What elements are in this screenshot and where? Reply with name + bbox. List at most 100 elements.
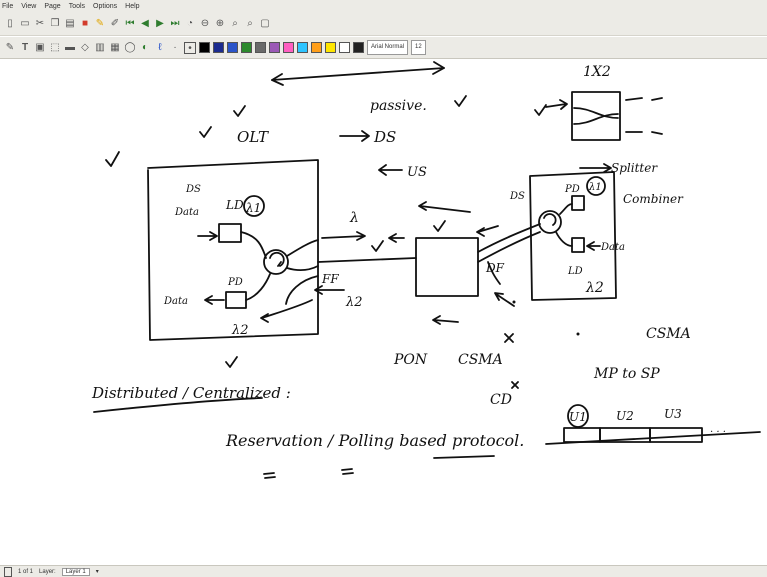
cd-label: CD: [490, 392, 512, 408]
font-size-box[interactable]: 12: [411, 40, 426, 55]
lambda1-left: λ1: [245, 201, 261, 215]
onu-pd-fiber: [560, 204, 572, 214]
ld-fiber: [241, 232, 266, 258]
splitter-arrow: [580, 164, 611, 172]
color-swatch-white[interactable]: [339, 42, 350, 53]
color-swatch-yellow[interactable]: [325, 42, 336, 53]
highlighter-icon[interactable]: ▬: [64, 42, 76, 54]
menu-item-file[interactable]: File: [2, 3, 13, 10]
equal-mark: [264, 473, 275, 478]
ld-left-label: LD: [225, 198, 244, 212]
reservation-label: Reservation / Polling based protocol.: [225, 431, 524, 450]
upstream-arrow: [495, 293, 514, 306]
pd-fiber: [246, 274, 270, 300]
next-page-icon[interactable]: ▶: [154, 18, 166, 30]
color-swatch-orange[interactable]: [311, 42, 322, 53]
menu-bar: File View Page Tools Options Help: [0, 0, 767, 12]
x12-label: 1X2: [583, 64, 611, 80]
color-swatch-green[interactable]: [241, 42, 252, 53]
ds-left-label: DS: [185, 184, 201, 195]
remote-node-box: [416, 238, 478, 296]
zoom-fit-icon[interactable]: ⌕: [229, 18, 241, 30]
u2-label: U2: [616, 409, 634, 423]
layer-label: Layer:: [39, 569, 56, 575]
data-in-arrow: [198, 232, 217, 240]
menu-item-help[interactable]: Help: [125, 3, 139, 10]
pen-icon[interactable]: ✐: [109, 18, 121, 30]
splitter-label: Splitter: [611, 161, 658, 175]
color-swatch-pink[interactable]: [283, 42, 294, 53]
cut-icon[interactable]: ✂: [34, 18, 46, 30]
last-page-icon[interactable]: ⏭: [169, 18, 181, 30]
slot-dots: . . .: [710, 424, 726, 435]
paste-icon[interactable]: ▤: [64, 18, 76, 30]
color-pen-icon[interactable]: ✎: [94, 18, 106, 30]
color-swatch-navy[interactable]: [213, 42, 224, 53]
splitter-in-arrow: [546, 100, 567, 109]
left-arrow-small: [389, 234, 404, 242]
dot: [513, 301, 516, 304]
handwriting-layer: passive. OLT DS US 1X2 Splitter DS Data …: [0, 60, 767, 565]
thick-line-icon[interactable]: •: [184, 42, 196, 54]
csma-right-label: CSMA: [646, 326, 691, 342]
tick-mark: [226, 357, 237, 367]
copy-icon[interactable]: ❐: [49, 18, 61, 30]
lambda-arrow: [322, 232, 365, 240]
first-page-icon[interactable]: ⏮: [124, 18, 136, 30]
zoom-icon[interactable]: ◔: [184, 18, 196, 30]
menu-item-view[interactable]: View: [21, 3, 36, 10]
select-tool-icon[interactable]: ⬚: [49, 42, 61, 54]
zoom-in-icon[interactable]: ⊕: [214, 18, 226, 30]
color-pen-icon[interactable]: ℓ: [154, 42, 166, 54]
save-icon[interactable]: ■: [79, 18, 91, 30]
splitter-out-arrows: [626, 98, 662, 134]
color-swatch-dark[interactable]: [353, 42, 364, 53]
top-double-arrow: [272, 68, 444, 80]
rn-bottom-arrow: [433, 316, 458, 324]
color-swatch-black[interactable]: [199, 42, 210, 53]
shape-icon[interactable]: ◐: [139, 42, 151, 54]
eraser-icon[interactable]: ◇: [79, 42, 91, 54]
zoom-page-icon[interactable]: ⌕: [244, 18, 256, 30]
menu-item-options[interactable]: Options: [93, 3, 117, 10]
font-name-box[interactable]: Arial Normal: [367, 40, 408, 55]
text-tool-icon[interactable]: T: [19, 42, 31, 54]
tick-mark: [106, 152, 119, 166]
pd-left-label: PD: [227, 277, 243, 288]
circulator-arrow: [270, 253, 284, 266]
pen-tool-icon[interactable]: ✎: [4, 42, 16, 54]
splitter-curves: [574, 108, 618, 124]
prev-page-icon[interactable]: ◀: [139, 18, 151, 30]
onu-photodiode: [572, 196, 584, 210]
drawing-canvas[interactable]: passive. OLT DS US 1X2 Splitter DS Data …: [0, 60, 767, 565]
ruler-icon[interactable]: ▥: [94, 42, 106, 54]
zoom-out-icon[interactable]: ⊖: [199, 18, 211, 30]
menu-item-tools[interactable]: Tools: [69, 3, 85, 10]
layer-select[interactable]: Layer 1: [62, 568, 90, 576]
us-label: US: [407, 165, 427, 180]
lambda2-left: λ2: [231, 323, 249, 338]
csma-mid-label: CSMA: [458, 352, 503, 368]
photodiode-box: [226, 292, 246, 308]
chevron-down-icon[interactable]: ▾: [96, 568, 99, 575]
thin-line-icon[interactable]: ·: [169, 42, 181, 54]
new-icon[interactable]: ▯: [4, 18, 16, 30]
image-tool-icon[interactable]: ▣: [34, 42, 46, 54]
page-icon: [4, 567, 12, 577]
splitter-box: [572, 92, 620, 140]
onu-circulator-arrow: [544, 214, 556, 225]
ds-label: DS: [373, 128, 396, 146]
fullscreen-icon[interactable]: ▢: [259, 18, 271, 30]
menu-item-page[interactable]: Page: [44, 3, 60, 10]
open-icon[interactable]: ▭: [19, 18, 31, 30]
color-swatch-blue[interactable]: [227, 42, 238, 53]
circulator-out: [287, 240, 318, 270]
protocol-underline: [434, 456, 494, 458]
grid-icon[interactable]: ▦: [109, 42, 121, 54]
lasso-icon[interactable]: ◯: [124, 42, 136, 54]
tick-mark: [234, 106, 245, 116]
color-swatch-gray[interactable]: [255, 42, 266, 53]
tick-mark: [434, 221, 445, 231]
color-swatch-purple[interactable]: [269, 42, 280, 53]
color-swatch-cyan[interactable]: [297, 42, 308, 53]
